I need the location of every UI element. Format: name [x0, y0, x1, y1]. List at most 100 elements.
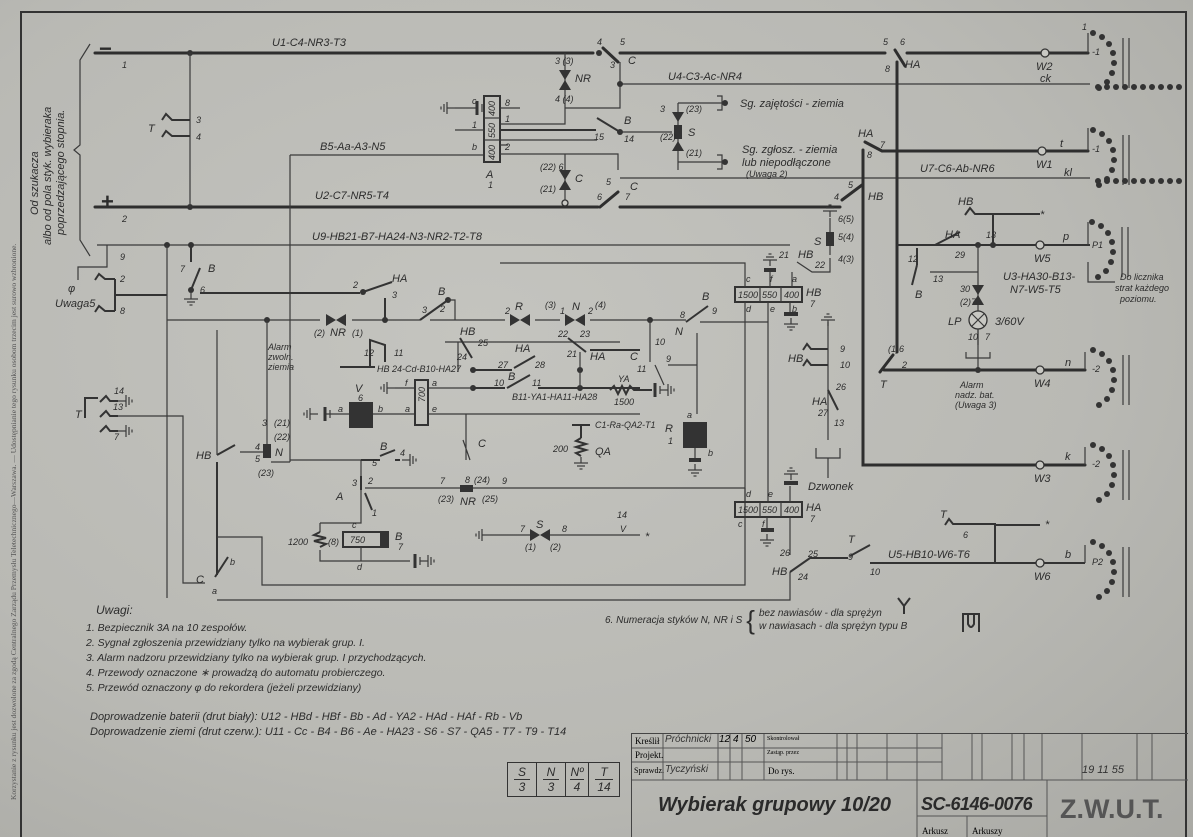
resistor-qa — [572, 437, 590, 457]
contact-label-t: N — [675, 326, 683, 338]
wire-label-minus: U1-C4-NR3-T3 — [272, 37, 347, 49]
wire-label-u9: U9-HB21-B7-HA24-N3-NR2-T2-T8 — [312, 231, 483, 243]
note-6-lead: 6. Numeracja styków N, NR i S — [605, 614, 743, 626]
s-label: S — [536, 519, 544, 531]
relay-b-label: B — [395, 531, 402, 543]
alarm-bat-label: nadz. bat. — [955, 390, 995, 400]
pin: 14 — [624, 134, 634, 144]
wire-ck: ck — [1040, 73, 1052, 85]
nr-diode-upper — [559, 70, 571, 90]
wire-label-plus: U2-C7-NR5-T4 — [315, 190, 389, 202]
designed-label: Projekt. — [635, 750, 664, 760]
source-line: poprzedzającego stopnia. — [55, 110, 67, 236]
pin: 11 — [394, 348, 403, 358]
hb-contact-3-1 — [216, 444, 236, 575]
pin: 4(3) — [838, 254, 854, 264]
nr-label: NR — [575, 73, 591, 85]
pin: 8 — [505, 98, 510, 108]
nr-label: NR — [460, 496, 476, 508]
ha-contact-27-28 — [473, 355, 536, 371]
pin: 4 (4) — [555, 94, 574, 104]
source-brace — [73, 43, 91, 257]
pin: 10 — [870, 567, 880, 577]
pin: 4 — [597, 37, 602, 47]
t-contact-6 — [944, 517, 1040, 563]
pin: d — [746, 489, 752, 499]
count-top: Nº — [570, 765, 584, 780]
r-diode — [510, 314, 530, 326]
contact-label-c: C — [478, 438, 486, 450]
star-mark: * — [1040, 209, 1045, 221]
pin: 13 — [986, 230, 996, 240]
busy-signal-label: Sg. zajętości - ziemia — [740, 98, 844, 110]
alarm-ground-label: zwoln. — [267, 352, 294, 362]
pin: a — [212, 586, 217, 596]
pin: (23) — [258, 468, 274, 478]
alarm-bat-label: Alarm — [959, 380, 984, 390]
alarm-ground-label: ziemia — [267, 362, 294, 372]
pin: 10 — [968, 332, 978, 342]
pin: (25) — [482, 494, 498, 504]
pin: 7 — [114, 432, 120, 442]
relay-r — [683, 422, 707, 448]
b-contact-12-13 — [911, 248, 918, 286]
star-mark: * — [645, 531, 650, 543]
wire-label-u5: U5-HB10-W6-T6 — [888, 549, 971, 561]
pin: 7 — [625, 192, 631, 202]
for-drawing-label: Do rys. — [768, 766, 795, 776]
s-switch — [674, 125, 682, 139]
pin: 1 — [505, 114, 510, 124]
relay-hb-label: HB — [806, 287, 821, 299]
pin: 12 — [364, 348, 374, 358]
qa-label: QA — [595, 446, 611, 458]
n-diode — [565, 314, 585, 326]
pin: 13 — [834, 418, 844, 428]
pin: 1 — [372, 508, 377, 518]
pin: 22 — [557, 329, 568, 339]
relay-ha-number: 7 — [810, 514, 816, 524]
minus-bus — [93, 46, 1090, 68]
call-signal-note: (Uwaga 2) — [746, 169, 788, 179]
relay-v-label: V — [355, 383, 364, 395]
relay-700-value: 700 — [417, 387, 427, 402]
contact-label-hb: HB — [196, 450, 211, 462]
nr-label: NR — [330, 327, 346, 339]
bank-label: -1 — [1092, 47, 1100, 57]
controlled-label: Skontrolował — [767, 736, 800, 742]
pin: 2 — [439, 304, 445, 314]
pin: 9 — [840, 344, 845, 354]
counter-label: Do licznika — [1120, 272, 1164, 282]
resistor-1200 — [311, 531, 329, 548]
drawing-title: Wybierak grupowy 10/20 — [658, 794, 892, 816]
wire-n: n — [1065, 357, 1071, 369]
pin: 6 — [900, 37, 905, 47]
contact-label-t: HB — [958, 196, 973, 208]
qa-value: 200 — [552, 444, 568, 454]
wire-kl: kl — [1064, 167, 1073, 179]
contact-label-b: B — [438, 286, 445, 298]
s-label: S — [688, 127, 696, 139]
note-1: 1. Bezpiecznik 3A na 10 zespołów. — [86, 622, 248, 634]
t-contacts-3-4 — [161, 112, 190, 138]
contact-label-hb: HB — [460, 326, 475, 338]
pin: 2 — [901, 360, 907, 370]
ha-contact-29-30 — [897, 206, 1090, 246]
pin: 5 — [848, 180, 854, 190]
relay-a-winding: 400 — [487, 101, 497, 116]
pin: b — [792, 304, 797, 314]
relay-a-winding: 400 — [487, 145, 497, 160]
pin: 5 — [620, 37, 626, 47]
pin: (22) — [660, 132, 676, 142]
outlet-w1: W1 — [1036, 159, 1053, 171]
pin: 3 — [610, 60, 615, 70]
outlet-w6: W6 — [1034, 571, 1051, 583]
replaced-label: Zastąp. przez — [767, 750, 799, 756]
contact-label-c: C — [196, 574, 204, 586]
pin: f — [762, 519, 766, 529]
pin: 27 — [817, 408, 829, 418]
title-block: Kreślił Próchnicki 12 4 50 Skontrolował … — [631, 733, 1188, 837]
lamp-label: LP — [948, 316, 962, 328]
